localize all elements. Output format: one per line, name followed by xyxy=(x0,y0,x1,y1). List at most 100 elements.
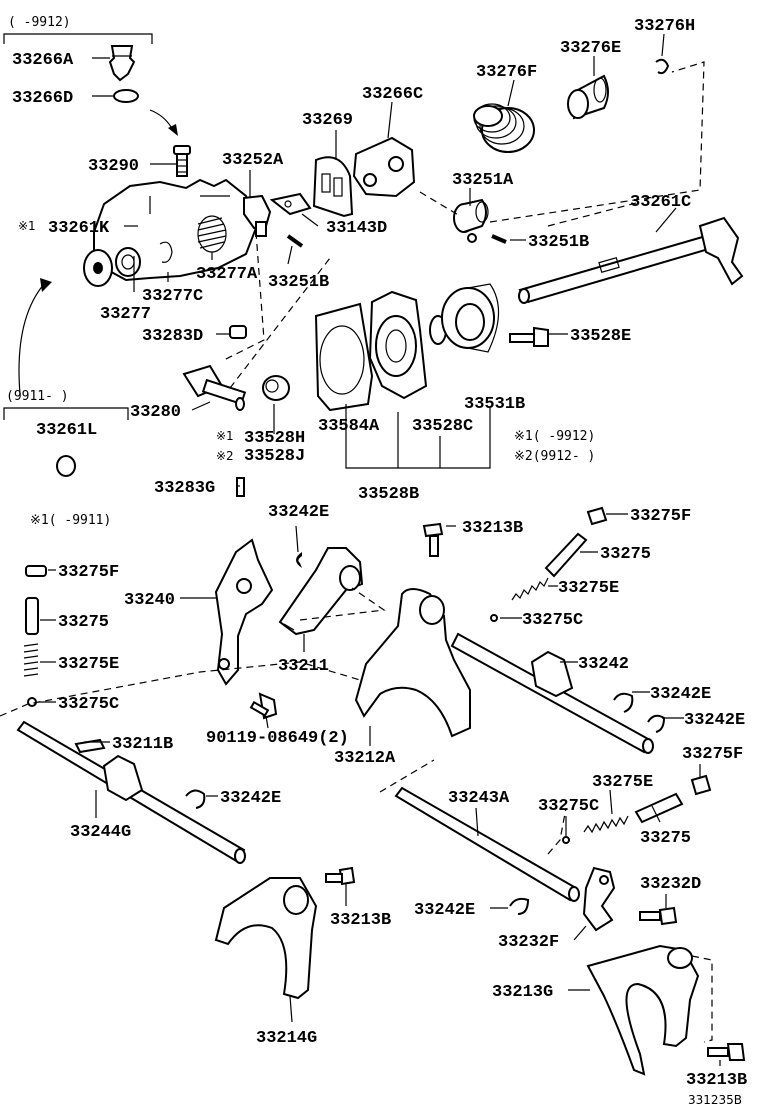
label-33242E-e: 33242E xyxy=(414,901,475,920)
pin-33251B-a xyxy=(286,234,304,248)
label-33214G: 33214G xyxy=(256,1029,317,1048)
plug-33275F-c xyxy=(690,774,712,796)
label-33528C: 33528C xyxy=(412,417,473,436)
label-33252A: 33252A xyxy=(222,151,284,170)
label-33283G: 33283G xyxy=(154,479,215,498)
bolt-33213B-b xyxy=(325,866,356,886)
shaft-33243A xyxy=(394,786,580,902)
label-33275C-c: 33275C xyxy=(538,797,599,816)
label-33242E-b: 33242E xyxy=(650,685,711,704)
plug-33275F-b xyxy=(25,565,47,577)
cover-33531B xyxy=(441,283,500,353)
label-33213G: 33213G xyxy=(492,983,553,1002)
label-33242E-c: 33242E xyxy=(684,711,745,730)
bolt-33232D xyxy=(639,906,678,926)
note-1: ※1( -9912) xyxy=(514,429,595,444)
label-33528J: 33528J xyxy=(244,447,305,466)
plug-33283D xyxy=(229,325,247,339)
clip-33242E-c xyxy=(647,714,666,733)
note-top-date: ( -9912) xyxy=(8,15,71,30)
label-33276F: 33276F xyxy=(476,63,537,82)
housing-33528C xyxy=(368,290,428,400)
spring-33275E-b xyxy=(23,643,39,677)
label-90119: 90119-08649(2) xyxy=(206,729,349,748)
bolt-33213B-c xyxy=(707,1043,746,1061)
spring-33275E-c xyxy=(583,815,629,834)
bracket-top-left xyxy=(3,33,153,44)
label-33251B-a: 33251B xyxy=(268,273,329,292)
label-33277A: 33277A xyxy=(196,265,258,284)
lever-33251A xyxy=(453,198,489,243)
plate-33143D xyxy=(269,192,312,216)
bracket-33252A xyxy=(243,194,272,237)
label-33251A: 33251A xyxy=(452,171,514,190)
bolt-33213B-a xyxy=(422,522,444,557)
plate-33269 xyxy=(312,156,354,218)
label-33528E: 33528E xyxy=(570,327,631,346)
lever-33240 xyxy=(214,538,274,686)
plug-33275F-a xyxy=(586,506,608,526)
label-33277: 33277 xyxy=(100,305,151,324)
label-33269: 33269 xyxy=(302,111,353,130)
label-33212A: 33212A xyxy=(334,749,396,768)
mark-33528J: ※2 xyxy=(216,449,234,463)
note-3: ※1( -9911) xyxy=(30,513,111,528)
ball-33275C-c xyxy=(562,836,570,844)
label-33283D: 33283D xyxy=(142,327,203,346)
label-33275F-a: 33275F xyxy=(630,507,691,526)
mark-33528H: ※1 xyxy=(216,429,234,443)
label-33275F-b: 33275F xyxy=(58,563,119,582)
label-33261L: 33261L xyxy=(36,421,97,440)
label-33584A: 33584A xyxy=(318,417,380,436)
label-33266A: 33266A xyxy=(12,51,74,70)
note-2: ※2(9912- ) xyxy=(514,449,595,464)
clip-33276H xyxy=(655,58,670,75)
label-33261C: 33261C xyxy=(630,193,691,212)
label-33275C-a: 33275C xyxy=(522,611,583,630)
label-33276E: 33276E xyxy=(560,39,621,58)
label-33275E-b: 33275E xyxy=(58,655,119,674)
label-33243A: 33243A xyxy=(448,789,510,808)
bolt-90119-08649 xyxy=(249,692,278,720)
label-33275E-a: 33275E xyxy=(558,579,619,598)
label-33232F: 33232F xyxy=(498,933,559,952)
shaft-33261C xyxy=(518,216,744,304)
bushing-33528H xyxy=(262,375,290,401)
label-33275-a: 33275 xyxy=(600,545,651,564)
label-33211: 33211 xyxy=(278,657,329,676)
label-33213B-c: 33213B xyxy=(686,1071,747,1090)
washer-33266D xyxy=(113,89,139,103)
label-33528H: 33528H xyxy=(244,429,305,448)
plug-33290 xyxy=(173,145,191,177)
label-33275-b: 33275 xyxy=(58,613,109,632)
figure-code: 331235B xyxy=(688,1093,742,1107)
fork-33213G xyxy=(586,944,700,1076)
label-33143D: 33143D xyxy=(326,219,387,238)
spring-33275E-a xyxy=(511,577,549,601)
shaft-33244G xyxy=(16,720,246,864)
bolt-33528E xyxy=(509,326,549,347)
label-33275-c: 33275 xyxy=(640,829,691,848)
pin-33251B-b xyxy=(491,234,507,244)
ball-33275C-b xyxy=(27,697,37,707)
label-33213B-a: 33213B xyxy=(462,519,523,538)
label-33251B-b: 33251B xyxy=(528,233,589,252)
clip-33242E-e xyxy=(509,897,530,915)
solenoid-33280 xyxy=(182,364,247,411)
lever-33211 xyxy=(278,547,364,636)
lever-33232F xyxy=(582,866,616,932)
label-33232D: 33232D xyxy=(640,875,701,894)
mark-33261K: ※1 xyxy=(18,219,36,233)
bushing-33276E xyxy=(567,74,609,120)
pin-33275-a xyxy=(544,532,588,578)
clip-33242E-d xyxy=(185,789,206,809)
label-33242: 33242 xyxy=(578,655,629,674)
gasket-33584A xyxy=(314,302,374,412)
ball-33275C-a xyxy=(490,614,498,622)
bracket-left-mid xyxy=(3,407,129,420)
label-33290: 33290 xyxy=(88,157,139,176)
fork-33212A xyxy=(354,588,471,738)
shaft-33242 xyxy=(450,632,654,754)
label-33528B: 33528B xyxy=(358,485,419,504)
